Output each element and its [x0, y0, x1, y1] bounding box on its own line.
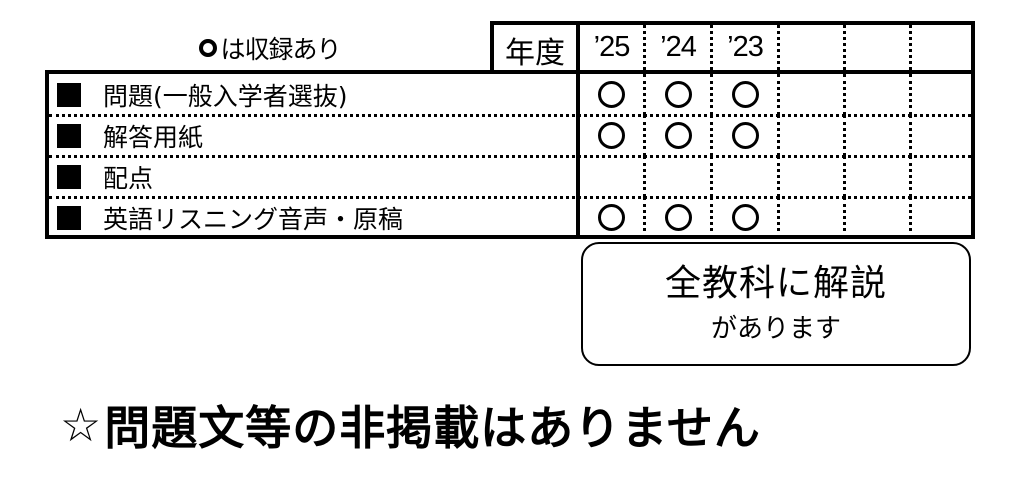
year-cell: [780, 197, 846, 238]
contents-table: 問題(一般入学者選抜) 解答用紙配点英語リスニング音声・原稿: [45, 70, 975, 239]
circle-icon: [731, 204, 759, 231]
circle-icon: [731, 122, 759, 149]
year-cell: [646, 197, 713, 238]
row-label: 解答用紙: [49, 115, 576, 156]
year-header-label: 年度: [490, 21, 580, 74]
circle-icon: [199, 39, 218, 57]
omission-notice: ☆ 問題文等の非掲載はありません: [60, 395, 960, 455]
table-row: 配点: [49, 156, 971, 197]
square-bullet-icon: [57, 82, 81, 107]
table-row: 解答用紙: [49, 115, 971, 156]
row-label: 問題(一般入学者選抜): [49, 74, 576, 115]
year-cell: [912, 197, 971, 238]
year-cell: [646, 115, 713, 156]
year-cell: [846, 115, 912, 156]
row-label-text: 解答用紙: [103, 122, 204, 152]
year-header-cell: [846, 25, 912, 70]
circle-icon: [598, 81, 625, 108]
table-row: 問題(一般入学者選抜): [49, 74, 971, 115]
year-value: ’23: [727, 31, 764, 63]
row-label-text: 問題(一般入学者選抜): [103, 81, 348, 111]
circle-icon: [598, 204, 625, 231]
year-value: ’24: [660, 31, 697, 63]
row-label-text: 配点: [103, 163, 154, 193]
square-bullet-icon: [57, 123, 81, 148]
year-cell: [646, 74, 713, 115]
year-header-cell: [912, 25, 971, 70]
notice-text: 問題文等の非掲載はありません: [104, 401, 761, 455]
year-header-cell: ’23: [713, 25, 780, 70]
row-divider: [49, 114, 971, 117]
year-cell: [846, 156, 912, 197]
year-cell: [912, 74, 971, 115]
year-cell: [580, 74, 646, 115]
year-cell: [580, 197, 646, 238]
year-value: ’25: [593, 31, 631, 63]
info-line-1: 全教科に解説: [664, 263, 887, 304]
year-header-row: ’25 ’24 ’23: [576, 21, 975, 74]
circle-icon: [664, 204, 692, 231]
legend-note: は収録あり: [150, 28, 390, 68]
star-icon: ☆: [60, 398, 103, 452]
year-cell: [912, 156, 971, 197]
year-label-text: 年度: [505, 35, 565, 71]
year-cell: [580, 156, 646, 197]
circle-icon: [664, 122, 692, 149]
row-divider: [49, 155, 971, 158]
circle-icon: [598, 122, 625, 149]
legend-text: は収録あり: [220, 35, 341, 64]
row-label-text: 英語リスニング音声・原稿: [103, 204, 404, 234]
year-cell: [912, 115, 971, 156]
year-cell: [580, 115, 646, 156]
square-bullet-icon: [57, 205, 81, 230]
square-bullet-icon: [57, 164, 81, 189]
year-cell: [846, 197, 912, 238]
year-cell: [780, 115, 846, 156]
row-label: 英語リスニング音声・原稿: [49, 197, 576, 238]
circle-icon: [731, 81, 759, 108]
year-cell: [846, 74, 912, 115]
info-line-2: があります: [710, 314, 841, 344]
year-header-cell: [780, 25, 846, 70]
circle-icon: [664, 81, 692, 108]
year-cell: [713, 197, 780, 238]
year-cell: [713, 74, 780, 115]
explanation-info-box: 全教科に解説 があります: [581, 242, 971, 366]
year-cell: [780, 74, 846, 115]
year-cell: [646, 156, 713, 197]
year-header-cell: ’25: [580, 25, 646, 70]
table-row: 英語リスニング音声・原稿: [49, 197, 971, 238]
year-cell: [780, 156, 846, 197]
row-divider: [49, 196, 971, 199]
year-header-cell: ’24: [646, 25, 713, 70]
year-cell: [713, 115, 780, 156]
year-cell: [713, 156, 780, 197]
row-label: 配点: [49, 156, 576, 197]
